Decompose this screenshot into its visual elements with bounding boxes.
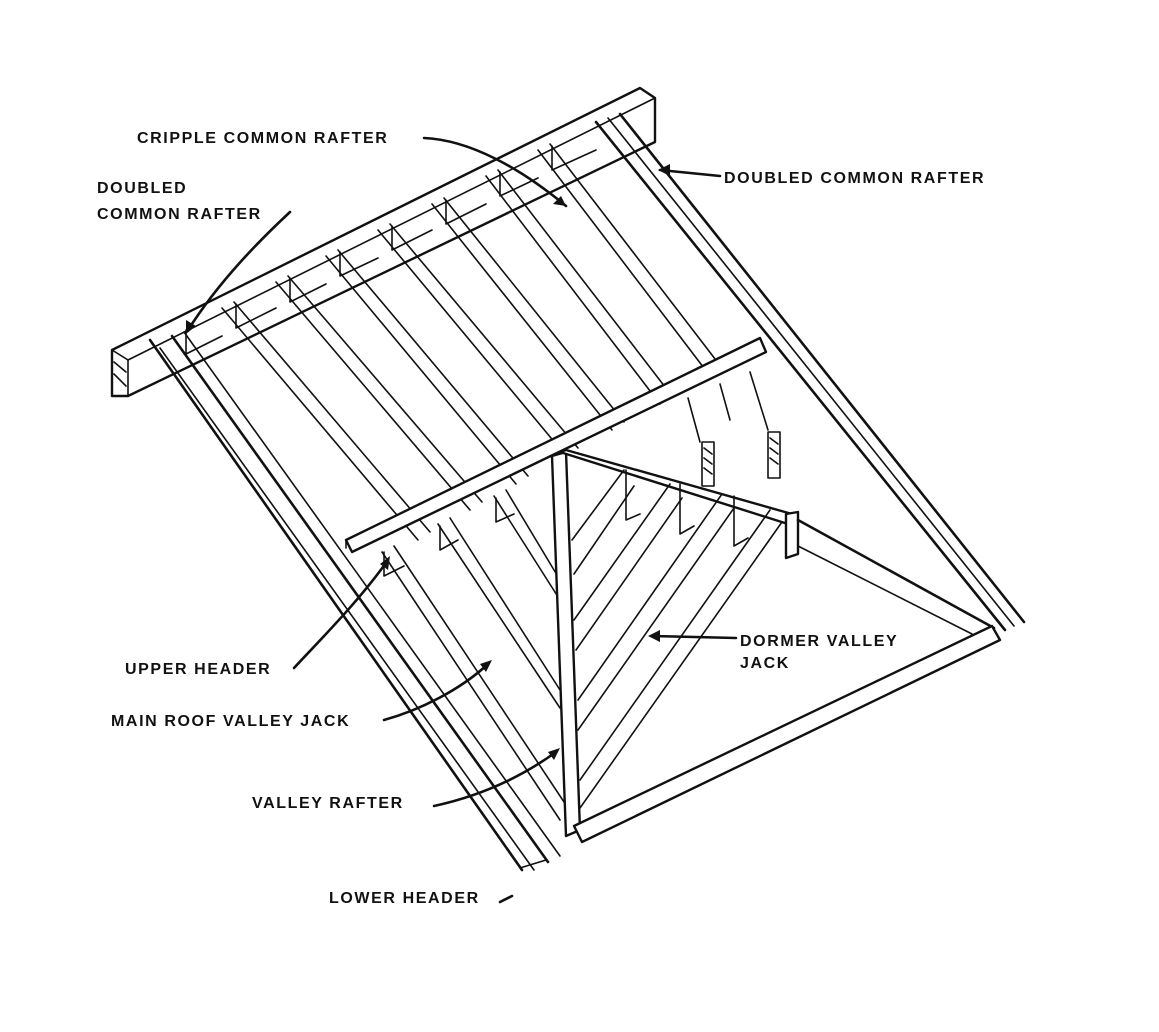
dormer-ridge-board — [558, 448, 794, 526]
valley-rafter-board — [550, 450, 582, 838]
main-roof-valley-jacks — [381, 489, 569, 821]
leader-lines — [186, 136, 738, 904]
label-doubled-common-rafter-left-1: DOUBLED — [97, 180, 187, 197]
right-doubled-common-rafter — [594, 112, 1026, 632]
label-doubled-common-rafter-left-2: COMMON RAFTER — [97, 206, 262, 223]
label-valley-rafter: VALLEY RAFTER — [252, 795, 404, 812]
dormer-side-posts — [687, 371, 781, 487]
labels: CRIPPLE COMMON RAFTER DOUBLED COMMON RAF… — [97, 130, 985, 907]
dormer-frame — [572, 510, 1002, 844]
upper-header-board — [344, 336, 768, 554]
lower-header-board — [519, 859, 547, 869]
label-main-roof-valley-jack: MAIN ROOF VALLEY JACK — [111, 713, 350, 730]
label-dormer-valley-jack-2: JACK — [740, 655, 790, 672]
label-dormer-valley-jack-1: DORMER VALLEY — [740, 633, 898, 650]
left-doubled-common-rafter — [148, 331, 561, 872]
label-cripple-common-rafter: CRIPPLE COMMON RAFTER — [137, 130, 388, 147]
label-lower-header: LOWER HEADER — [329, 890, 480, 907]
cripple-common-rafters — [185, 143, 723, 541]
label-doubled-common-rafter-right: DOUBLED COMMON RAFTER — [724, 170, 985, 187]
dormer-valley-jacks — [571, 469, 783, 809]
label-upper-header: UPPER HEADER — [125, 661, 271, 678]
